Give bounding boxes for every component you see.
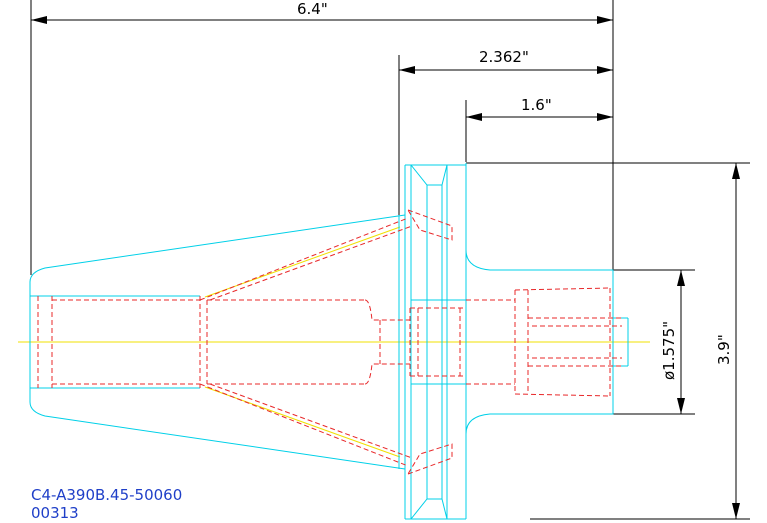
outer-diameter-label: 3.9" [715,334,733,365]
dimension-arrows [31,16,740,519]
overall-length-label: 6.4" [297,0,328,18]
centerline [18,226,650,458]
holder-outline [29,163,629,520]
hidden-lines [37,209,622,475]
shank-length-label: 1.6" [521,96,552,114]
bore-diameter-label: ø1.575" [660,321,678,380]
part-code: 00313 [31,504,79,522]
flange-to-end-label: 2.362" [479,48,529,66]
dimension-lines [30,0,750,520]
part-number: C4-A390B.45-50060 [31,486,182,504]
